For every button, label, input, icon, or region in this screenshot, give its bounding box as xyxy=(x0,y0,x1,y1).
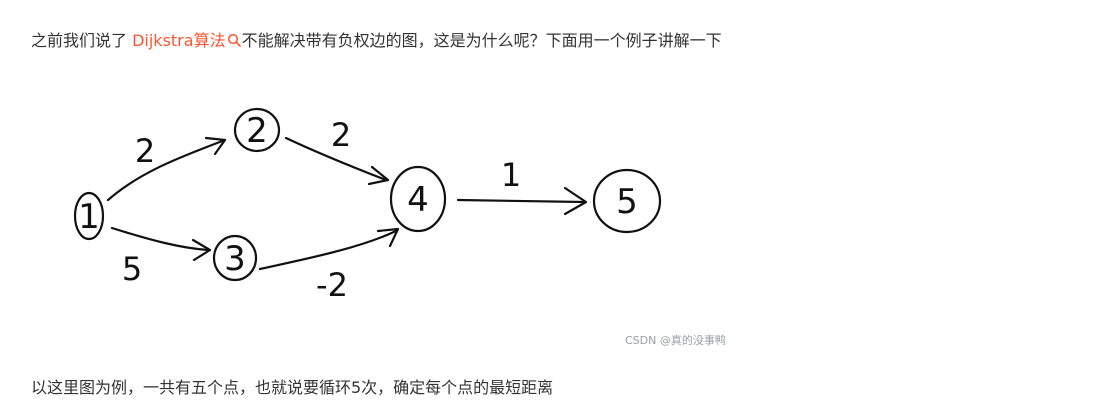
csdn-watermark: CSDN @真的没事鸭 xyxy=(625,334,726,347)
weight-label-4-5: 1 xyxy=(501,156,521,194)
weight-label-1-3: 5 xyxy=(122,250,142,288)
weight-label-3-4: -2 xyxy=(316,266,348,304)
edge-2-4 xyxy=(284,136,388,182)
intro-text-before: 之前我们说了 xyxy=(31,31,133,50)
arrow-head-3-4 xyxy=(376,227,400,248)
node-circle-1 xyxy=(73,191,105,241)
node-label-5: 5 xyxy=(616,182,638,222)
explanation-paragraph: 以这里图为例，一共有五个点，也就说要循环5次，确定每个点的最短距离 xyxy=(31,378,554,397)
node-label-4: 4 xyxy=(407,180,429,220)
intro-paragraph: 之前我们说了 Dijkstra算法不能解决带有负权边的图，这是为什么呢？下面用一… xyxy=(31,29,722,53)
node-label-2: 2 xyxy=(246,111,268,151)
weight-label-2-4: 2 xyxy=(331,116,351,154)
node-circle-4 xyxy=(389,165,447,233)
arrow-head-1-2 xyxy=(204,136,227,156)
node-label-1: 1 xyxy=(78,197,100,237)
edge-1-3 xyxy=(110,226,210,252)
dijkstra-keyword-link[interactable]: Dijkstra算法 xyxy=(132,31,226,50)
arrow-head-4-5 xyxy=(563,186,588,216)
graph-sketch-image: 1 2 3 4 5 2 5 2 -2 1 xyxy=(60,92,740,354)
edge-4-5 xyxy=(456,198,586,204)
node-circle-3 xyxy=(212,234,258,282)
graph-sketch: 1 2 3 4 5 2 5 2 -2 1 xyxy=(73,107,662,304)
weight-label-1-2: 2 xyxy=(135,132,155,170)
arrow-head-2-4 xyxy=(367,165,390,186)
search-icon[interactable] xyxy=(227,33,241,47)
node-circle-5 xyxy=(592,168,662,234)
edge-3-4 xyxy=(258,229,398,271)
node-circle-2 xyxy=(233,107,281,153)
edge-1-2 xyxy=(106,138,227,202)
intro-text-after: 不能解决带有负权边的图，这是为什么呢？下面用一个例子讲解一下 xyxy=(241,31,722,50)
node-label-3: 3 xyxy=(224,239,246,279)
arrow-head-1-3 xyxy=(191,238,212,262)
